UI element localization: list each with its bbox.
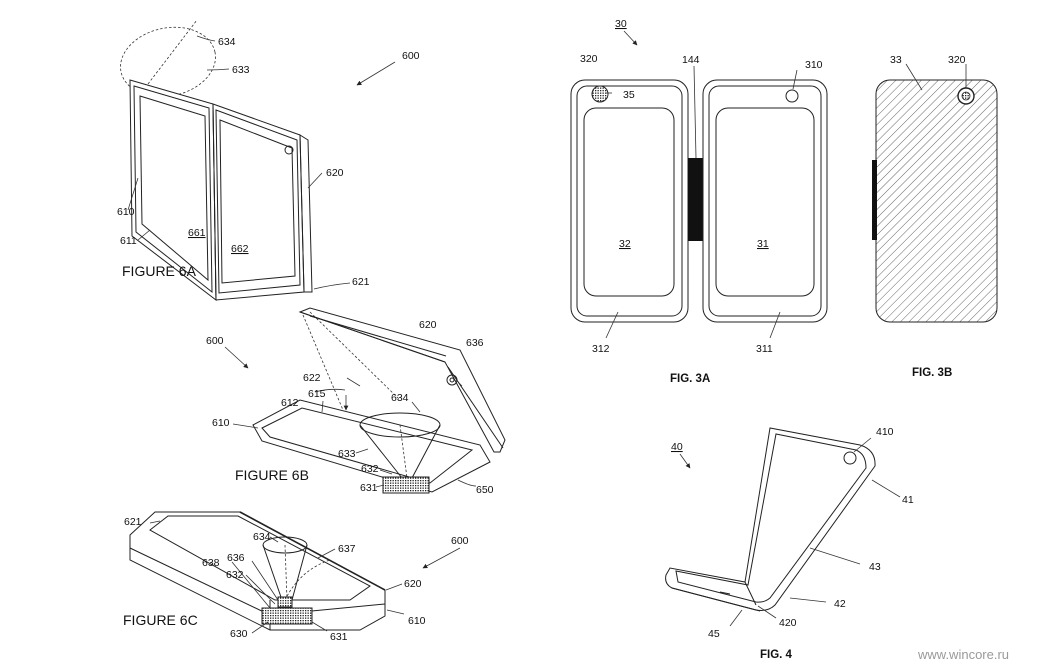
figure-3b-caption: FIG. 3B xyxy=(912,367,952,379)
ref-311: 311 xyxy=(756,343,773,355)
ref-30: 30 xyxy=(615,18,627,30)
figure-6a: 634 633 600 620 610 611 661 662 621 FIGU… xyxy=(117,19,420,302)
ref-41: 41 xyxy=(902,494,914,506)
ref-632: 632 xyxy=(361,463,379,475)
back-cover-33 xyxy=(875,79,998,323)
ref-630: 630 xyxy=(230,628,248,640)
ref-621c: 621 xyxy=(124,516,142,528)
ref-32: 32 xyxy=(619,238,631,250)
figure-3b: 33 320 FIG. 3B xyxy=(872,54,998,379)
ref-610: 610 xyxy=(117,206,135,218)
ref-600b: 600 xyxy=(206,335,224,347)
ref-33: 33 xyxy=(890,54,902,66)
figure-3a: 30 320 35 144 310 32 31 312 311 FIG. 3A xyxy=(570,18,828,385)
ref-420: 420 xyxy=(779,617,797,629)
ref-43: 43 xyxy=(869,561,881,573)
hinge-edge xyxy=(872,160,877,240)
ref-637: 637 xyxy=(338,543,356,555)
ref-35: 35 xyxy=(623,89,635,101)
figure-6c: 621 600 634 637 636 638 632 620 610 630 … xyxy=(123,511,469,643)
ref-632c: 632 xyxy=(226,569,244,581)
ref-320: 320 xyxy=(580,53,598,65)
ref-634c: 634 xyxy=(253,531,271,543)
ref-600c: 600 xyxy=(451,535,469,547)
watermark: www.wincore.ru xyxy=(917,647,1009,662)
figure-4: 40 410 41 43 42 420 45 FIG. 4 xyxy=(665,426,914,661)
ref-634b: 634 xyxy=(391,392,409,404)
ref-621: 621 xyxy=(352,276,370,288)
ref-631c: 631 xyxy=(330,631,348,643)
ref-662: 662 xyxy=(231,243,249,255)
ref-40: 40 xyxy=(671,441,683,453)
ref-610b: 610 xyxy=(212,417,230,429)
figure-6a-caption: FIGURE 6A xyxy=(122,263,197,279)
camera-320-mesh xyxy=(591,85,609,103)
ref-611: 611 xyxy=(120,235,137,247)
ref-610c: 610 xyxy=(408,615,426,627)
ref-633: 633 xyxy=(232,64,250,76)
figure-6b-caption: FIGURE 6B xyxy=(235,467,309,483)
ref-622: 622 xyxy=(303,372,321,384)
ref-620: 620 xyxy=(326,167,344,179)
ref-310: 310 xyxy=(805,59,823,71)
ref-638: 638 xyxy=(202,557,220,569)
ref-600: 600 xyxy=(402,50,420,62)
ref-620c: 620 xyxy=(404,578,422,590)
ref-650: 650 xyxy=(476,484,494,496)
ref-636: 636 xyxy=(466,337,484,349)
ref-631: 631 xyxy=(360,482,378,494)
ref-144: 144 xyxy=(682,54,700,66)
ref-320b: 320 xyxy=(948,54,966,66)
figure-6b: 620 600 636 622 615 612 634 610 633 632 … xyxy=(206,307,506,496)
figure-4-caption: FIG. 4 xyxy=(760,649,793,661)
ref-612: 612 xyxy=(281,397,299,409)
ref-661: 661 xyxy=(188,227,206,239)
ref-633b: 633 xyxy=(338,448,356,460)
ref-31: 31 xyxy=(757,238,769,250)
hinge-144 xyxy=(688,158,705,241)
ref-634: 634 xyxy=(218,36,236,48)
ref-410: 410 xyxy=(876,426,894,438)
ref-636c: 636 xyxy=(227,552,245,564)
ref-620b: 620 xyxy=(419,319,437,331)
figure-6c-caption: FIGURE 6C xyxy=(123,612,198,628)
ref-45: 45 xyxy=(708,628,720,640)
ref-615: 615 xyxy=(308,388,326,400)
figure-3a-caption: FIG. 3A xyxy=(670,373,710,385)
ref-42: 42 xyxy=(834,598,846,610)
ref-312: 312 xyxy=(592,343,610,355)
